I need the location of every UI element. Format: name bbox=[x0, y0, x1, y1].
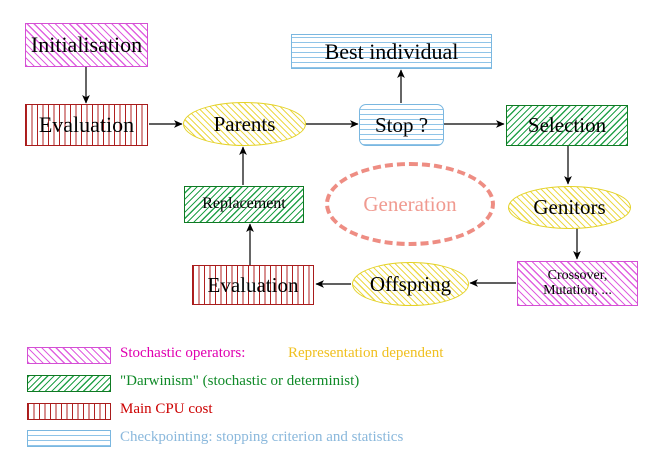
legend-label-stochastic-operators: Stochastic operators: bbox=[120, 345, 246, 361]
node-offspring[interactable]: Offspring bbox=[352, 262, 469, 306]
node-generation-label: Generation bbox=[363, 191, 457, 216]
node-offspring-label: Offspring bbox=[369, 271, 452, 296]
node-parents[interactable]: Parents bbox=[183, 102, 306, 146]
legend-swatch-stochastic-operators bbox=[27, 347, 111, 364]
node-stop[interactable]: Stop ? bbox=[359, 104, 444, 146]
legend-swatch-main-cpu-cost bbox=[27, 403, 111, 420]
legend-label-main-cpu-cost: Main CPU cost bbox=[120, 401, 213, 417]
legend-label-checkpointing: Checkpointing: stopping criterion and st… bbox=[120, 429, 404, 445]
node-replacement[interactable]: Replacement bbox=[184, 186, 304, 223]
node-crossover-line1: Crossover, bbox=[547, 267, 608, 283]
node-selection-label: Selection bbox=[527, 113, 607, 138]
node-best-individual[interactable]: Best individual bbox=[291, 34, 492, 69]
node-stop-label: Stop ? bbox=[374, 112, 429, 137]
node-best-individual-label: Best individual bbox=[324, 38, 459, 64]
legend-label-darwinism: "Darwinism" (stochastic or determinist) bbox=[120, 373, 360, 389]
legend-swatch-darwinism bbox=[27, 375, 111, 392]
node-evaluation-top-label: Evaluation bbox=[38, 112, 135, 138]
node-evaluation-bottom-label: Evaluation bbox=[207, 272, 299, 297]
node-generation-boundary: Generation bbox=[325, 162, 495, 246]
node-evaluation-top[interactable]: Evaluation bbox=[25, 104, 148, 146]
node-parents-label: Parents bbox=[213, 111, 276, 136]
node-selection[interactable]: Selection bbox=[506, 105, 628, 146]
node-genitors[interactable]: Genitors bbox=[508, 186, 631, 229]
legend-swatch-checkpointing bbox=[27, 430, 111, 447]
legend-label-representation-dependent: Representation dependent bbox=[288, 345, 444, 361]
node-replacement-label: Replacement bbox=[202, 195, 286, 213]
node-crossover-line2: Mutation, ... bbox=[543, 282, 612, 298]
node-initialisation[interactable]: Initialisation bbox=[25, 23, 148, 67]
node-evaluation-bottom[interactable]: Evaluation bbox=[192, 265, 314, 305]
node-crossover-mutation[interactable]: Crossover, Mutation, ... bbox=[517, 261, 638, 306]
node-genitors-label: Genitors bbox=[533, 195, 606, 220]
node-initialisation-label: Initialisation bbox=[30, 32, 143, 58]
